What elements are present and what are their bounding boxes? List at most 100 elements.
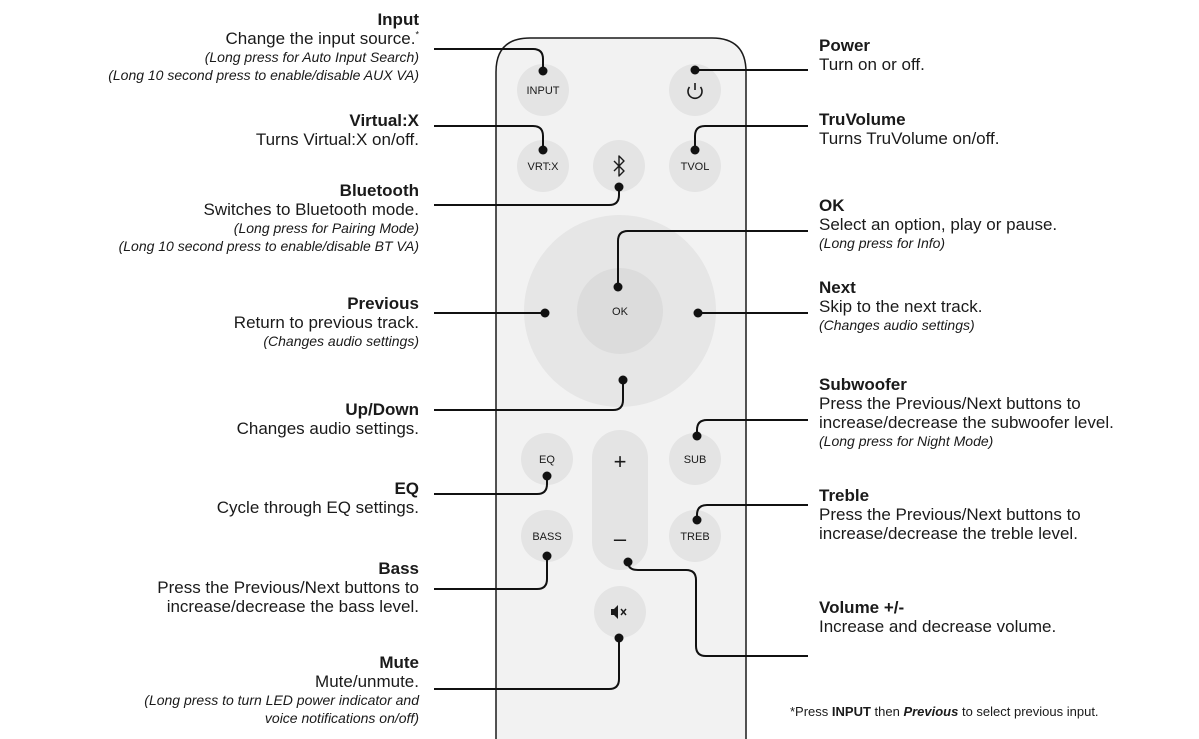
- bluetooth-button[interactable]: [593, 140, 645, 192]
- annotation-title: EQ: [394, 479, 419, 498]
- annotation-desc: Turns TruVolume on/off.: [819, 129, 1000, 148]
- annotation-bluetooth: Bluetooth Switches to Bluetooth mode. (L…: [119, 181, 419, 255]
- bass-button-label: BASS: [532, 531, 561, 543]
- mute-button[interactable]: [594, 586, 646, 638]
- annotation-subwoofer: Subwoofer Press the Previous/Next button…: [819, 375, 1114, 450]
- ok-button[interactable]: OK: [577, 268, 663, 354]
- subwoofer-button-label: SUB: [684, 454, 707, 466]
- annotation-truvolume: TruVolume Turns TruVolume on/off.: [819, 110, 999, 148]
- annotation-previous: Previous Return to previous track. (Chan…: [234, 294, 419, 350]
- leader-updown: [434, 380, 624, 411]
- annotation-title: Next: [819, 278, 856, 297]
- footnote-marker: *: [415, 29, 419, 40]
- annotation-desc: Change the input source.*: [108, 29, 419, 48]
- leader-mute: [434, 638, 620, 690]
- leader-mute-dot: [614, 633, 624, 643]
- annotation-virtualx: Virtual:X Turns Virtual:X on/off.: [256, 111, 419, 149]
- input-desc-text: Change the input source.: [225, 29, 416, 48]
- annotation-note: (Changes audio settings): [819, 317, 975, 333]
- annotation-desc: increase/decrease the bass level.: [166, 597, 419, 616]
- virtualx-button-label: VRT:X: [528, 161, 560, 173]
- power-icon: [687, 83, 703, 100]
- footnote-prefix: *Press: [790, 704, 832, 719]
- subwoofer-button[interactable]: SUB: [669, 433, 721, 485]
- annotation-note: (Long 10 second press to enable/disable …: [118, 238, 419, 254]
- annotation-note: (Long press for Pairing Mode): [233, 220, 419, 236]
- treble-button[interactable]: TREB: [669, 510, 721, 562]
- leader-truvolume-dot: [690, 145, 700, 155]
- eq-button-label: EQ: [539, 454, 555, 466]
- annotation-updown: Up/Down Changes audio settings.: [237, 400, 419, 438]
- leader-bluetooth: [434, 187, 620, 206]
- annotation-eq: EQ Cycle through EQ settings.: [217, 479, 419, 517]
- annotation-treble: Treble Press the Previous/Next buttons t…: [819, 486, 1081, 543]
- annotation-ok: OK Select an option, play or pause. (Lon…: [819, 196, 1057, 252]
- footnote: *Press INPUT then Previous to select pre…: [790, 704, 1099, 719]
- leader-eq-dot: [542, 471, 552, 481]
- leader-input: [434, 48, 544, 71]
- annotation-note: (Long press for Info): [819, 235, 946, 251]
- annotation-desc: Press the Previous/Next buttons to: [157, 578, 419, 597]
- bluetooth-icon: [613, 155, 625, 177]
- leader-volume: [627, 561, 808, 657]
- leader-ok-dot: [613, 282, 623, 292]
- virtualx-button[interactable]: VRT:X: [517, 140, 569, 192]
- annotation-desc: Switches to Bluetooth mode.: [203, 200, 419, 219]
- annotation-title: Mute: [379, 653, 419, 672]
- annotation-note: (Changes audio settings): [263, 333, 419, 349]
- annotation-desc: Turn on or off.: [819, 55, 925, 74]
- annotation-title: Bluetooth: [339, 181, 419, 200]
- leader-truvolume: [694, 125, 808, 150]
- leader-subwoofer: [696, 419, 808, 436]
- volume-rocker[interactable]: + –: [592, 430, 648, 570]
- footnote-suffix: to select previous input.: [958, 704, 1099, 719]
- annotation-title: Volume +/-: [819, 598, 905, 617]
- leader-previous-dot: [540, 308, 550, 318]
- mute-icon: [611, 605, 627, 619]
- leader-virtualx: [434, 125, 544, 150]
- annotation-mute: Mute Mute/unmute. (Long press to turn LE…: [144, 653, 419, 727]
- power-button[interactable]: [669, 64, 721, 116]
- annotation-desc: Select an option, play or pause.: [819, 215, 1058, 234]
- annotation-volume: Volume +/- Increase and decrease volume.: [819, 598, 1056, 636]
- annotation-title: Power: [819, 36, 871, 55]
- annotation-power: Power Turn on or off.: [819, 36, 925, 74]
- volume-down-label: –: [614, 526, 627, 551]
- annotation-desc: Turns Virtual:X on/off.: [255, 130, 419, 149]
- leader-bass-dot: [542, 551, 552, 561]
- annotation-note: (Long press to turn LED power indicator …: [144, 692, 419, 708]
- footnote-input: INPUT: [831, 704, 871, 719]
- bass-button[interactable]: BASS: [521, 510, 573, 562]
- leader-input-dot: [538, 66, 548, 76]
- volume-up-label: +: [614, 449, 627, 474]
- annotation-desc: Press the Previous/Next buttons to: [819, 505, 1081, 524]
- annotation-desc: increase/decrease the treble level.: [819, 524, 1078, 543]
- annotation-note: (Long press for Night Mode): [819, 433, 994, 449]
- annotation-next: Next Skip to the next track. (Changes au…: [819, 278, 982, 334]
- annotation-title: Virtual:X: [349, 111, 419, 130]
- leader-subwoofer-dot: [692, 431, 702, 441]
- annotation-input: Input Change the input source.* (Long pr…: [108, 10, 419, 84]
- leader-updown-dot: [618, 375, 628, 385]
- annotation-desc: Skip to the next track.: [819, 297, 983, 316]
- leader-eq: [434, 476, 548, 495]
- annotation-desc: Mute/unmute.: [315, 672, 419, 691]
- annotation-desc: Increase and decrease volume.: [819, 617, 1057, 636]
- annotation-desc: Return to previous track.: [233, 313, 419, 332]
- annotation-desc: Changes audio settings.: [236, 419, 419, 438]
- eq-button[interactable]: EQ: [521, 433, 573, 485]
- input-button[interactable]: INPUT: [517, 64, 569, 116]
- leader-treble: [696, 504, 808, 520]
- annotation-desc: Cycle through EQ settings.: [216, 498, 419, 517]
- annotation-desc: increase/decrease the subwoofer level.: [819, 413, 1114, 432]
- leader-lines: [434, 48, 808, 690]
- annotation-title: Previous: [347, 294, 419, 313]
- footnote-previous: Previous: [903, 704, 959, 719]
- annotation-title: Subwoofer: [819, 375, 907, 394]
- truvolume-button[interactable]: TVOL: [669, 140, 721, 192]
- footnote-then: then: [870, 704, 904, 719]
- annotation-note: (Long press for Auto Input Search): [204, 49, 419, 65]
- annotation-desc: Press the Previous/Next buttons to: [819, 394, 1081, 413]
